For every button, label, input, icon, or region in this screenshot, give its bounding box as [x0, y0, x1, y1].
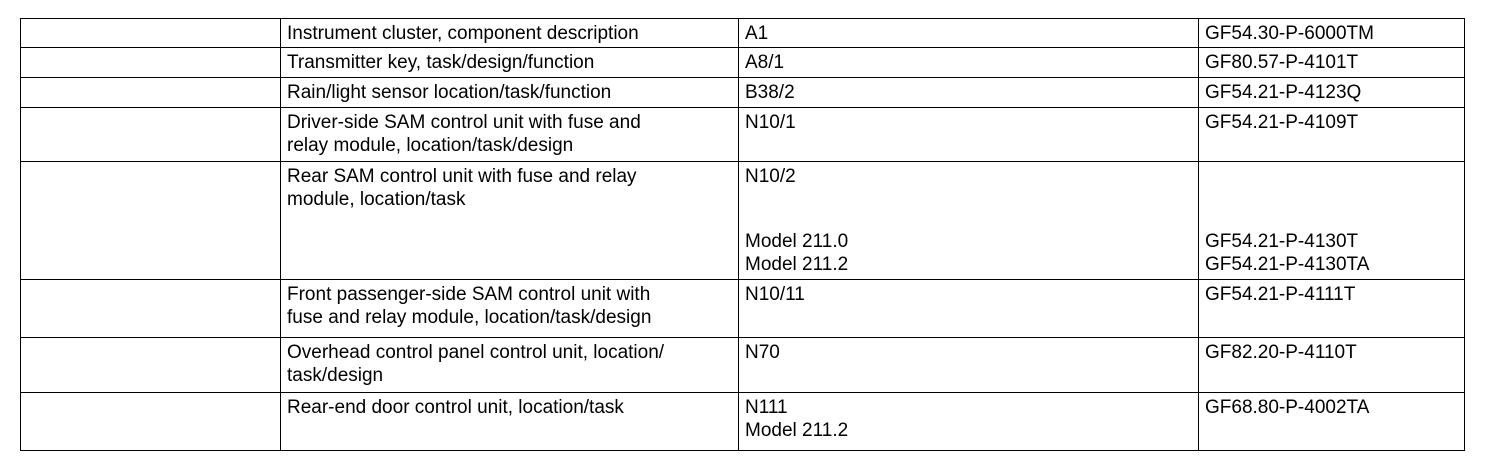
empty-cell — [20, 279, 281, 338]
empty-cell — [20, 107, 281, 162]
description-line: Driver-side SAM control unit with fuse a… — [287, 112, 641, 133]
variant-reference: GF54.21-P-4130T — [1205, 231, 1359, 252]
code-cell: B38/2 — [738, 77, 1199, 108]
empty-cell — [20, 47, 281, 78]
description-cell: Rear-end door control unit, location/tas… — [280, 392, 739, 451]
table-row: Instrument cluster, component descriptio… — [20, 18, 1465, 48]
variant-reference: GF54.21-P-4130TA — [1205, 254, 1370, 275]
model-variant: Model 211.2 — [745, 254, 849, 275]
reference-cell: GF54.21-P-4123Q — [1198, 77, 1465, 108]
reference-cell: GF54.30-P-6000TM — [1198, 18, 1465, 48]
code-cell: N70 — [738, 337, 1199, 393]
description-cell: Rain/light sensor location/task/function — [280, 77, 739, 108]
model-variant: Model 211.2 — [745, 420, 849, 441]
table-row: Rear SAM control unit with fuse and rela… — [20, 161, 1465, 280]
empty-cell — [20, 18, 281, 48]
component-reference-table: Instrument cluster, component descriptio… — [20, 18, 1465, 451]
description-line: Overhead control panel control unit, loc… — [287, 342, 665, 363]
reference-cell: GF54.21-P-4111T — [1198, 279, 1465, 338]
description-cell: Transmitter key, task/design/function — [280, 47, 739, 78]
table-row: Driver-side SAM control unit with fuse a… — [20, 107, 1465, 162]
description-cell: Driver-side SAM control unit with fuse a… — [280, 107, 739, 162]
description-cell: Front passenger-side SAM control unit wi… — [280, 279, 739, 338]
code-cell: A1 — [738, 18, 1199, 48]
table-row: Rear-end door control unit, location/tas… — [20, 392, 1465, 451]
description-cell: Overhead control panel control unit, loc… — [280, 337, 739, 393]
description-cell: Rear SAM control unit with fuse and rela… — [280, 161, 739, 280]
empty-cell — [20, 337, 281, 393]
code-cell: A8/1 — [738, 47, 1199, 78]
description-line: fuse and relay module, location/task/des… — [287, 307, 652, 328]
description-line: relay module, location/task/design — [287, 135, 574, 156]
reference-cell: GF54.21-P-4130T GF54.21-P-4130TA — [1198, 161, 1465, 280]
empty-cell — [20, 161, 281, 280]
description-line: Rear SAM control unit with fuse and rela… — [287, 166, 637, 187]
description-line: task/design — [287, 365, 384, 386]
empty-cell — [20, 392, 281, 451]
table-row: Transmitter key, task/design/function A8… — [20, 47, 1465, 78]
code-cell: N10/1 — [738, 107, 1199, 162]
code-cell: N111 Model 211.2 — [738, 392, 1199, 451]
code-cell: N10/11 — [738, 279, 1199, 338]
code-value: N111 — [745, 397, 788, 418]
reference-cell: GF54.21-P-4109T — [1198, 107, 1465, 162]
table-row: Overhead control panel control unit, loc… — [20, 337, 1465, 393]
description-line: Front passenger-side SAM control unit wi… — [287, 284, 651, 305]
empty-cell — [20, 77, 281, 108]
reference-cell: GF82.20-P-4110T — [1198, 337, 1465, 393]
reference-cell: GF80.57-P-4101T — [1198, 47, 1465, 78]
code-value: N10/2 — [745, 166, 796, 187]
table-row: Front passenger-side SAM control unit wi… — [20, 279, 1465, 338]
code-cell: N10/2 Model 211.0 Model 211.2 — [738, 161, 1199, 280]
model-variant: Model 211.0 — [745, 231, 849, 252]
table-row: Rain/light sensor location/task/function… — [20, 77, 1465, 108]
reference-cell: GF68.80-P-4002TA — [1198, 392, 1465, 451]
description-line: module, location/task — [287, 189, 466, 210]
description-cell: Instrument cluster, component descriptio… — [280, 18, 739, 48]
